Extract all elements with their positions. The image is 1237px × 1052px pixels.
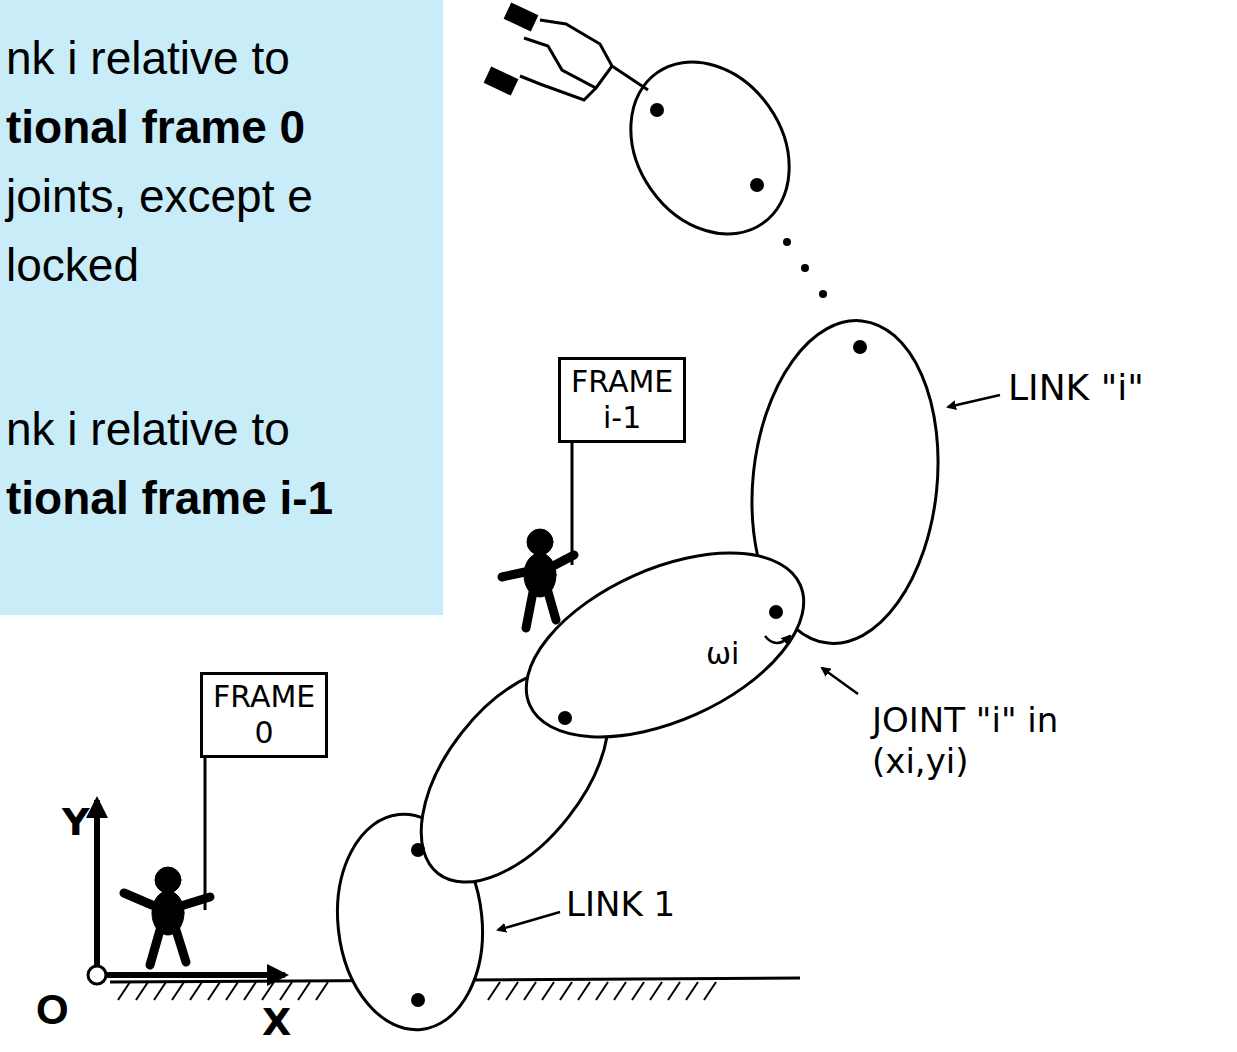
end-link <box>598 31 821 264</box>
hatch-mark <box>488 982 500 1000</box>
frame-flag: FRAME 0 <box>200 672 328 758</box>
joint-dots <box>411 3 867 1007</box>
hatch-mark <box>226 982 238 1000</box>
hatch-mark <box>244 982 256 1000</box>
hatch-mark <box>136 982 148 1000</box>
joint-label: JOINT "i" in (xi,yi) <box>872 700 1102 782</box>
hatch-mark <box>650 982 662 1000</box>
y-axis <box>94 800 100 975</box>
text-panel: nk i relative totional frame 0joints, ex… <box>0 0 443 615</box>
hatch-mark <box>524 982 536 1000</box>
axis-label: Y <box>62 800 90 846</box>
omega-label: ωi <box>706 636 739 672</box>
panel-text: tional frame i-1 <box>6 464 333 533</box>
hatch-mark <box>298 982 310 1000</box>
panel-text: joints, except e locked <box>6 162 356 300</box>
person-figure <box>124 867 210 965</box>
hatch-mark <box>542 982 554 1000</box>
hatch-mark <box>668 982 680 1000</box>
hatch-mark <box>560 982 572 1000</box>
leader-arrow <box>948 395 1000 407</box>
leader-arrow <box>498 912 560 930</box>
person-figure <box>502 529 574 628</box>
hatch-mark <box>262 982 274 1000</box>
hatch-mark <box>172 982 184 1000</box>
hatch-mark <box>704 982 716 1000</box>
hatch-mark <box>208 982 220 1000</box>
panel-text: nk i relative to <box>6 24 290 93</box>
hatch-mark <box>578 982 590 1000</box>
origin <box>88 966 106 984</box>
link-i-minus-one <box>499 515 831 774</box>
link-label: LINK 1 <box>566 884 675 925</box>
leader-arrow <box>822 668 858 694</box>
flag-label: FRAME i-1 <box>571 364 673 436</box>
hatch-mark <box>280 982 292 1000</box>
frame-flag: FRAME i-1 <box>558 357 686 443</box>
link-label: LINK "i" <box>1008 366 1144 409</box>
x-axis <box>97 972 285 978</box>
hatch-mark <box>316 982 328 1000</box>
hatch-mark <box>154 982 166 1000</box>
panel-text: nk i relative to <box>6 395 290 464</box>
axis-label: X <box>262 1000 291 1046</box>
gripper <box>520 20 648 100</box>
hatch-mark <box>632 982 644 1000</box>
flag-label: FRAME 0 <box>213 679 315 751</box>
rotation-arrow <box>765 636 790 643</box>
hatch-mark <box>614 982 626 1000</box>
hatch-mark <box>506 982 518 1000</box>
panel-text: tional frame 0 <box>6 93 305 162</box>
hatch-mark <box>686 982 698 1000</box>
hatch-mark <box>596 982 608 1000</box>
origin-label: O <box>36 985 69 1035</box>
hatch-mark <box>190 982 202 1000</box>
hatch-mark <box>118 982 130 1000</box>
